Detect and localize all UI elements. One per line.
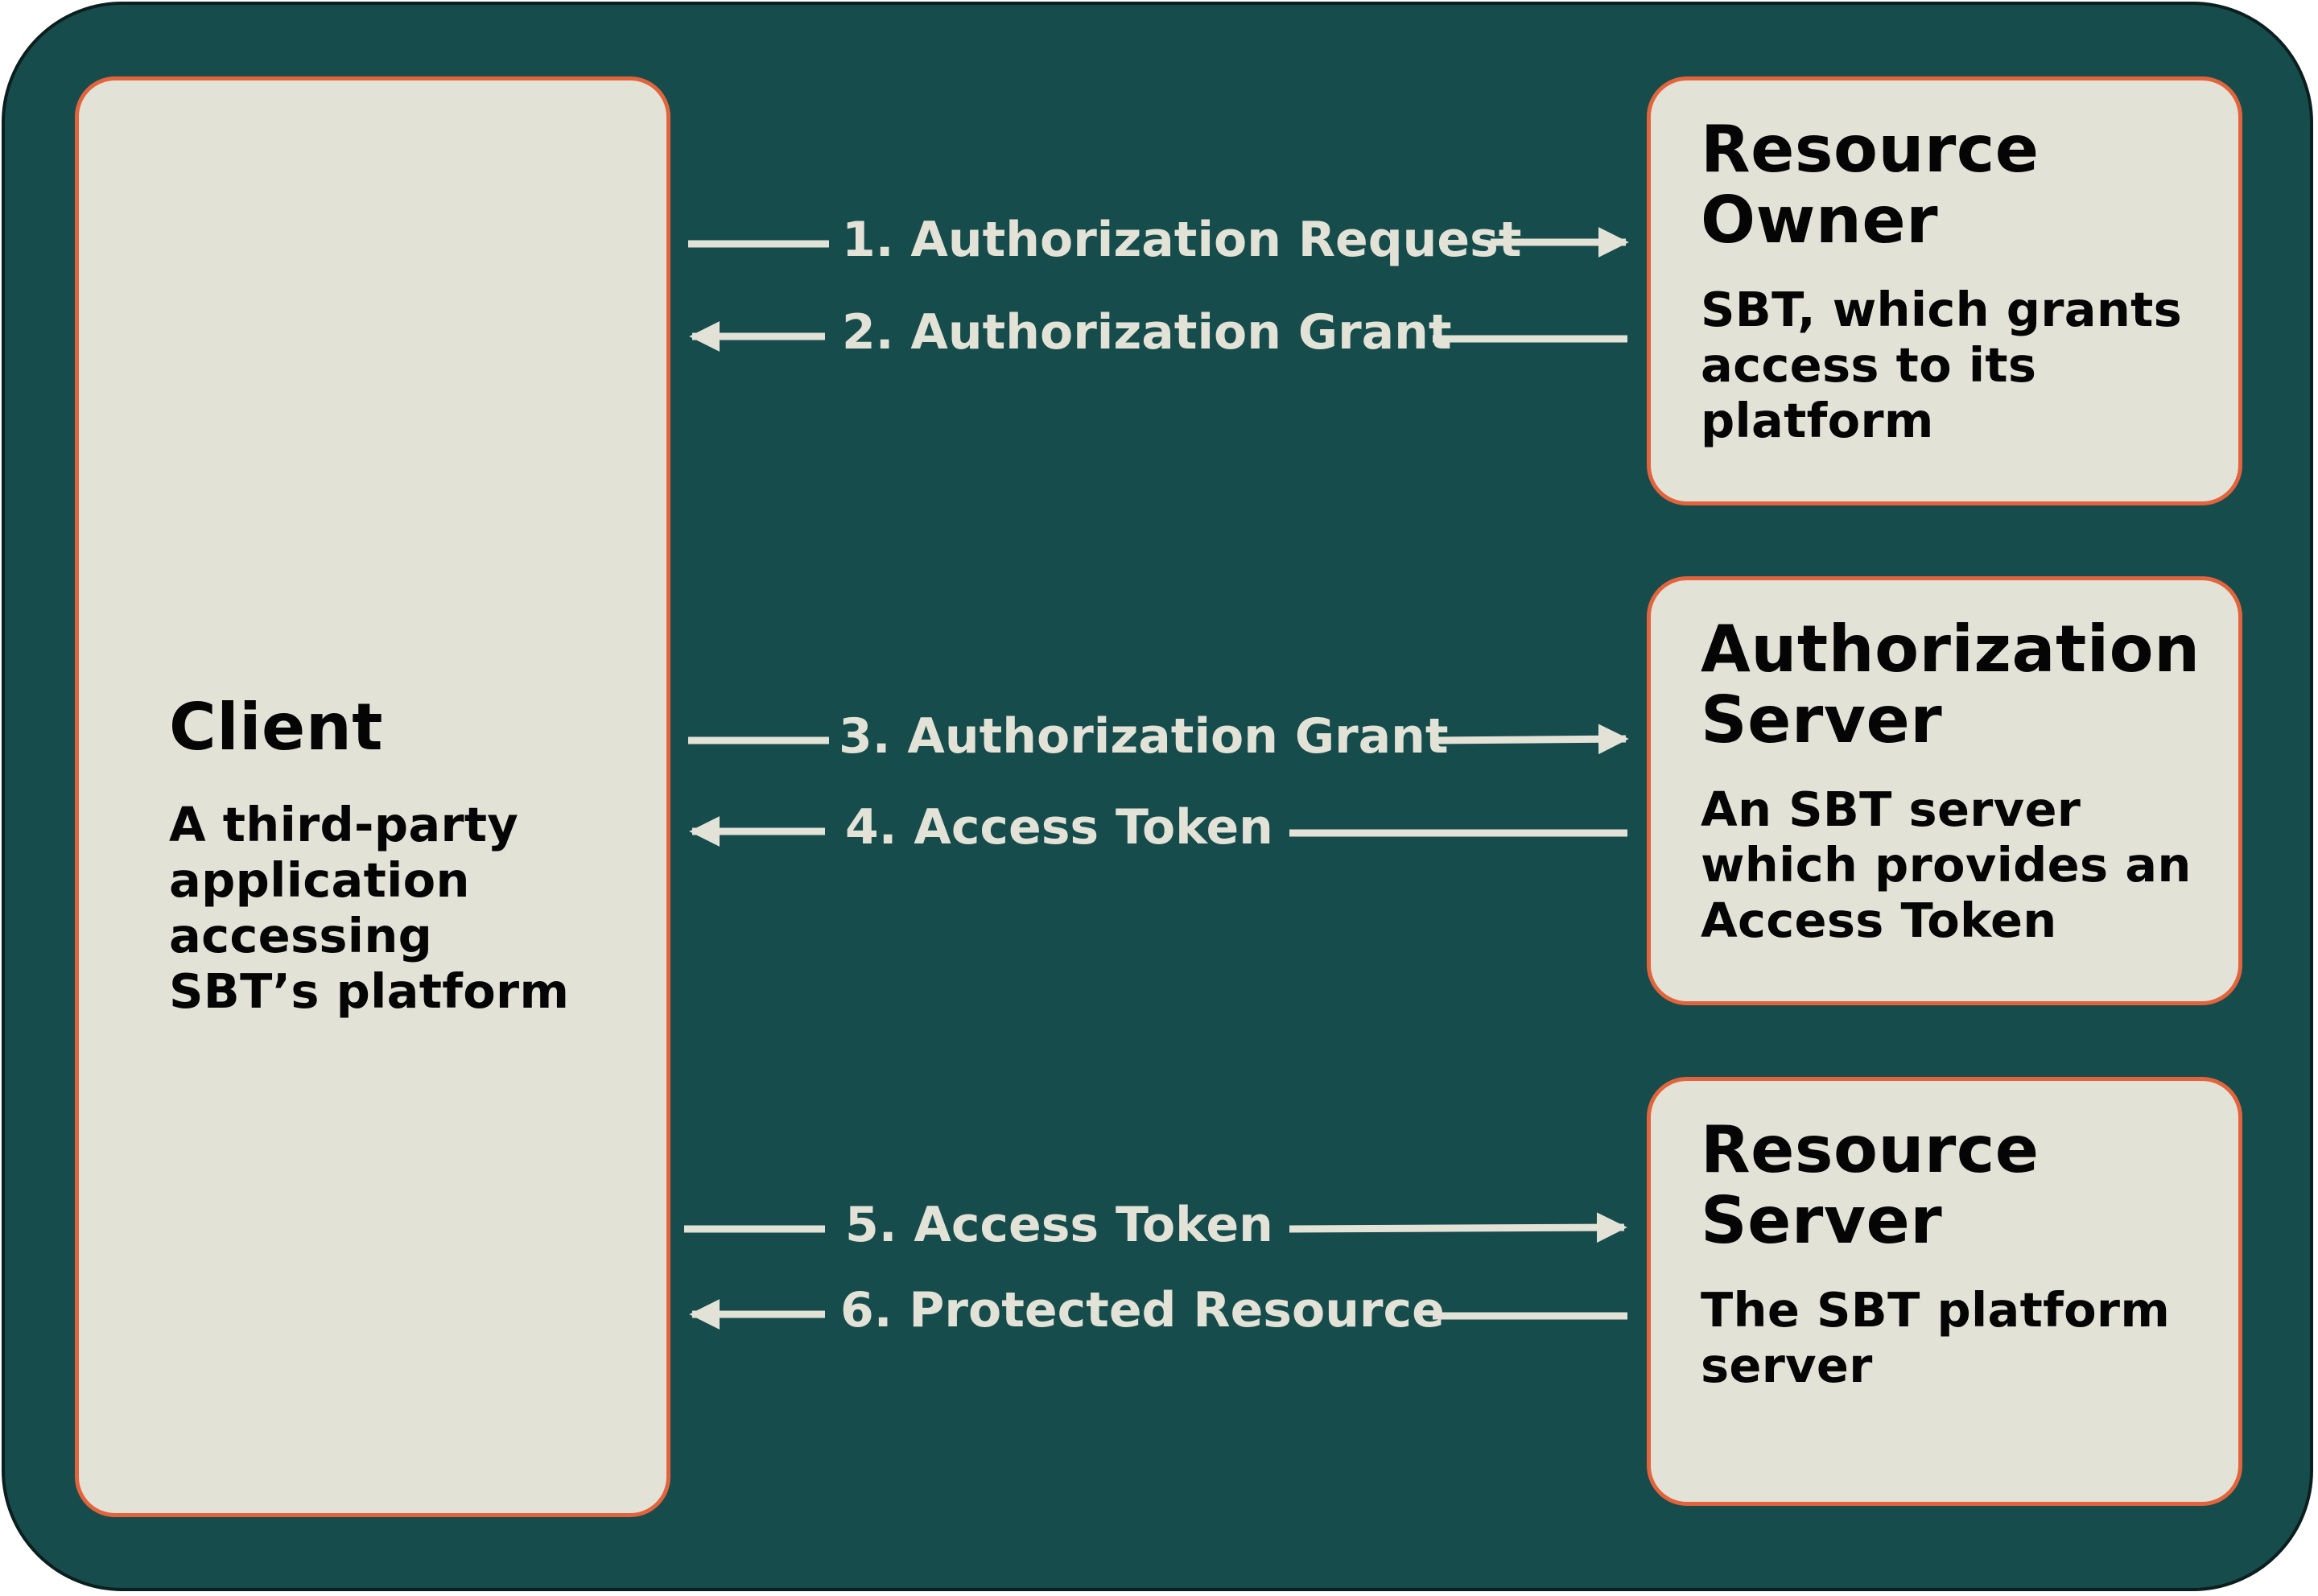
flow-2-arrow: 2. Authorization Grant [689,304,1627,361]
authorization-server-box: Authorization Server An SBT server which… [1647,576,2242,1005]
client-title: Client [169,690,384,765]
flow-3-label: 3. Authorization Grant [839,708,1449,765]
flow-6-label: 6. Protected Resource [840,1282,1445,1338]
resource-server-description: The SBT platform server [1701,1282,2171,1393]
flow-5-arrow: 5. Access Token [684,1197,1627,1253]
resource-owner-title: Resource Owner [1701,112,2040,258]
resource-server-title: Resource Server [1701,1112,2040,1258]
flow-1-arrow: 1. Authorization Request [688,212,1629,268]
flow-1-label: 1. Authorization Request [842,212,1521,268]
client-box: Client A third-party application accessi… [75,76,670,1517]
resource-owner-box: Resource Owner SBT, which grants access … [1647,76,2242,505]
flow-6-arrow: 6. Protected Resource [689,1282,1627,1338]
resource-server-inner-panel [1687,1111,2234,1475]
flow-2-label: 2. Authorization Grant [842,304,1452,361]
flow-4-arrow: 4. Access Token [689,799,1627,856]
flow-5-label: 5. Access Token [845,1197,1273,1253]
flow-3-arrow: 3. Authorization Grant [688,708,1629,765]
authorization-server-description: An SBT server which provides an Access T… [1701,782,2192,948]
authorization-server-title: Authorization Server [1701,612,2200,757]
resource-owner-description: SBT, which grants access to its platform [1701,282,2183,448]
flow-4-label: 4. Access Token [845,799,1273,856]
client-description: A third-party application accessing SBT’… [169,797,570,1019]
resource-server-box: Resource Server The SBT platform server [1647,1077,2242,1506]
